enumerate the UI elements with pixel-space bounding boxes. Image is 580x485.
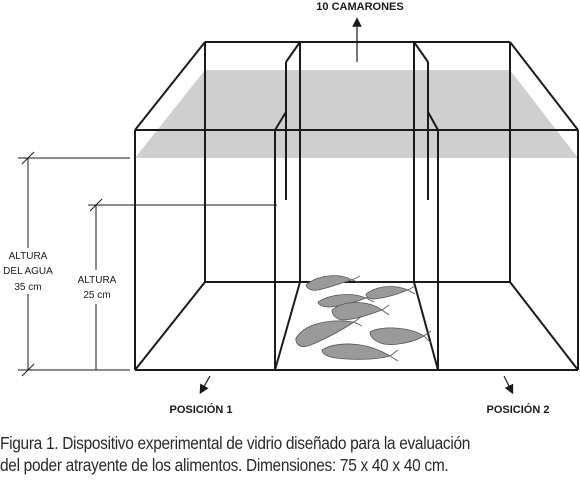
water-height-dimension [18,151,130,377]
aquarium-diagram: 10 CAMARONES ALTURA DEL AGUA 35 cm ALTUR… [2,1,579,416]
shrimp-icon [295,315,363,347]
figure-caption: Figura 1. Dispositivo experimental de vi… [0,432,580,476]
caption-line-1: Figura 1. Dispositivo experimental de vi… [0,433,471,453]
shrimp-icon [331,302,390,321]
left-divider [274,41,301,371]
tank-frame [134,41,579,371]
shrimp-icon [369,327,432,345]
water-height-label-2: DEL AGUA [3,266,53,277]
position2-label: POSICIÓN 2 [487,403,550,416]
position2-arrow [503,375,514,395]
shrimp-icon [305,275,362,291]
water-height-value: 35 cm [14,282,41,293]
caption-line-2: del poder atrayente de los alimentos. Di… [0,455,449,475]
top-label: 10 CAMARONES [316,1,403,13]
position1-label: POSICIÓN 1 [170,403,233,416]
shrimp-icon [321,343,399,362]
position1-arrow [199,375,211,395]
water-surface [135,70,578,158]
right-divider [413,41,439,371]
height-value: 25 cm [83,290,110,301]
water-height-label-1: ALTURA [9,251,48,262]
height-label: ALTURA [78,275,117,286]
shrimp-icon [365,285,416,300]
shrimp-group [295,275,432,362]
